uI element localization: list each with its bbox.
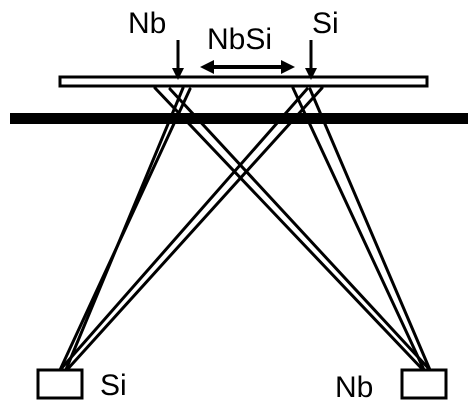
- nb-arrow: [172, 40, 184, 80]
- nb-ray-to-right-edge: [291, 86, 427, 374]
- si-source: [36, 368, 84, 400]
- nbsi-double-arrow: [200, 60, 295, 74]
- mask-bar: [10, 113, 468, 124]
- nb-source-rays: [153, 86, 432, 374]
- si-arrow: [305, 40, 317, 80]
- nbsi-label: NbSi: [207, 23, 273, 56]
- si-ray-left-b: [58, 87, 192, 372]
- nb-top-label: Nb: [128, 7, 167, 40]
- nb-source: [400, 368, 448, 400]
- substrate-plate: [58, 75, 429, 88]
- si-ray-right-b: [58, 87, 309, 372]
- nb-ray-to-left-edge: [153, 86, 427, 374]
- si-source-label: Si: [100, 369, 127, 402]
- nb-ray-left-b: [168, 87, 432, 372]
- nb-source-label: Nb: [335, 371, 374, 404]
- nb-ray-right-b: [308, 87, 432, 372]
- si-ray-to-right-edge: [63, 86, 324, 374]
- si-source-rays: [58, 86, 324, 374]
- si-top-label: Si: [312, 7, 339, 40]
